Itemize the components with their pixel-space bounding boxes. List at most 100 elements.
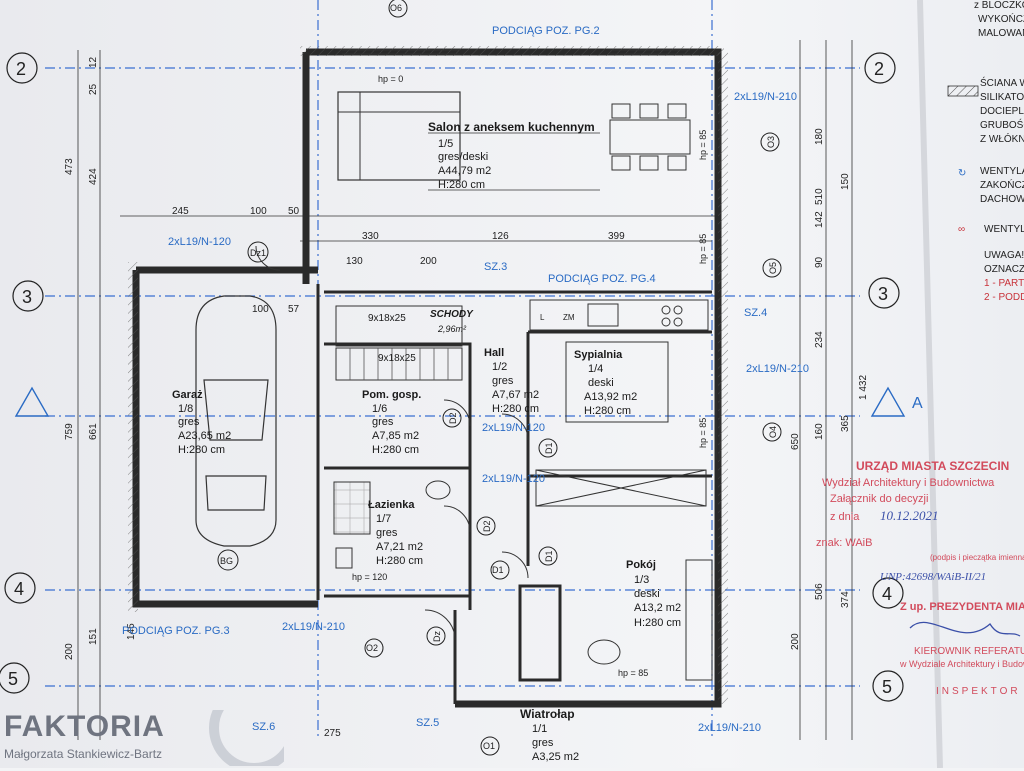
svg-text:O4: O4 xyxy=(768,426,778,438)
grid-bubble-4-right: 4 xyxy=(872,577,904,609)
svg-text:O6: O6 xyxy=(390,3,402,13)
svg-text:2xL19/N-120: 2xL19/N-120 xyxy=(482,422,545,434)
svg-text:5: 5 xyxy=(8,669,18,689)
wardrobe-bedroom xyxy=(535,469,707,507)
svg-text:473: 473 xyxy=(64,158,75,175)
legend-right: z BLOCZKÓ WYKOŃCZO MALOWAN ŚCIANA WE SIL… xyxy=(947,0,1024,303)
kitchen-counter xyxy=(529,299,709,331)
marker-d1-b: D1 xyxy=(538,546,558,566)
svg-text:661: 661 xyxy=(88,423,99,440)
svg-text:DOCIEPLO: DOCIEPLO xyxy=(980,106,1024,117)
svg-text:znak: WAiB: znak: WAiB xyxy=(816,537,872,549)
svg-text:Pom. gosp.: Pom. gosp. xyxy=(362,389,421,401)
svg-text:D1: D1 xyxy=(544,442,554,454)
svg-text:ZAKOŃCZ: ZAKOŃCZ xyxy=(980,178,1024,191)
svg-text:A7,85 m2: A7,85 m2 xyxy=(372,430,419,442)
svg-text:Załącznik do decyzji: Załącznik do decyzji xyxy=(830,493,928,505)
svg-text:O1: O1 xyxy=(483,741,495,751)
dining-chairs xyxy=(611,103,687,171)
svg-text:H:280 cm: H:280 cm xyxy=(634,617,681,629)
svg-text:245: 245 xyxy=(172,206,189,217)
svg-text:H:280 cm: H:280 cm xyxy=(372,444,419,456)
marker-o2: O2 xyxy=(364,638,384,658)
garage-insulation xyxy=(128,262,138,612)
svg-text:Salon z aneksem kuchennym: Salon z aneksem kuchennym xyxy=(428,120,595,134)
windows xyxy=(342,49,721,707)
svg-text:Łazienka: Łazienka xyxy=(368,499,415,511)
svg-text:3: 3 xyxy=(878,284,888,304)
room-label-garaz: Garaż 1/8 gres A23,65 m2 H:280 cm xyxy=(172,389,231,456)
svg-text:H:280 cm: H:280 cm xyxy=(178,444,225,456)
marker-dz1: Dz1 xyxy=(247,241,269,263)
marker-o4: O4 xyxy=(762,422,782,442)
right-dimension-chain: 510 142 234 1 432 650 506 374 200 180 15… xyxy=(790,40,869,740)
svg-text:(podpis i pieczątka imienna): (podpis i pieczątka imienna) xyxy=(930,553,1024,562)
svg-text:2xL19/N-210: 2xL19/N-210 xyxy=(698,722,761,734)
svg-text:ZM: ZM xyxy=(563,313,575,322)
svg-text:2xL19/N-120: 2xL19/N-120 xyxy=(482,473,545,485)
svg-text:KIEROWNIK REFERATU: KIEROWNIK REFERATU xyxy=(914,646,1024,657)
logo-brand: FAKTORIA xyxy=(4,710,165,743)
svg-text:A7,21 m2: A7,21 m2 xyxy=(376,541,423,553)
sill-height-labels: hp = 0 hp = 85 hp = 85 hp = 85 hp = 120 … xyxy=(352,74,708,678)
svg-text:2xL19/N-210: 2xL19/N-210 xyxy=(746,363,809,375)
svg-text:WYKOŃCZO: WYKOŃCZO xyxy=(978,12,1024,25)
svg-text:O5: O5 xyxy=(768,262,778,274)
stairs xyxy=(335,305,463,381)
svg-text:57: 57 xyxy=(288,304,300,315)
faktoria-logo: FAKTORIA Małgorzata Stankiewicz-Bartz xyxy=(4,683,299,771)
svg-text:3: 3 xyxy=(22,287,32,307)
wall-stairs xyxy=(324,342,472,468)
svg-text:WENTYLA: WENTYLA xyxy=(980,166,1024,177)
svg-text:OZNACZE: OZNACZE xyxy=(984,264,1024,275)
svg-text:H:280 cm: H:280 cm xyxy=(376,555,423,567)
svg-text:160: 160 xyxy=(814,423,825,440)
svg-text:SILIKATOW: SILIKATOW xyxy=(980,92,1024,103)
svg-text:Z WŁÓKNA: Z WŁÓKNA xyxy=(980,132,1024,145)
svg-text:90: 90 xyxy=(814,256,825,268)
svg-text:1/7: 1/7 xyxy=(376,513,391,525)
svg-text:∞: ∞ xyxy=(958,224,965,235)
svg-text:WENTYLA: WENTYLA xyxy=(984,224,1024,235)
door-swings xyxy=(255,245,529,641)
svg-text:ŚCIANA WE: ŚCIANA WE xyxy=(980,76,1024,89)
svg-text:365: 365 xyxy=(840,415,851,432)
svg-text:200: 200 xyxy=(790,633,801,650)
svg-text:SZ.4: SZ.4 xyxy=(744,307,767,319)
marker-o3: O3 xyxy=(760,132,780,152)
insulation-right xyxy=(718,52,728,704)
svg-text:SZ.5: SZ.5 xyxy=(416,717,439,729)
page-fold xyxy=(917,0,943,768)
marker-dz: Dz xyxy=(426,626,446,646)
shower xyxy=(333,481,371,535)
marker-bg: BG xyxy=(217,549,239,571)
dining-table xyxy=(609,119,691,155)
svg-text:A3,25 m2: A3,25 m2 xyxy=(532,751,579,763)
marker-o6: O6 xyxy=(388,0,408,18)
logo-author: Małgorzata Stankiewicz-Bartz xyxy=(4,747,162,761)
svg-text:Wydział Architektury i Budowni: Wydział Architektury i Budownictwa xyxy=(822,477,995,489)
svg-text:A44,79 m2: A44,79 m2 xyxy=(438,165,491,177)
svg-text:234: 234 xyxy=(814,331,825,348)
svg-text:H:280 cm: H:280 cm xyxy=(584,405,631,417)
marker-d2-b: D2 xyxy=(476,516,496,536)
svg-text:145: 145 xyxy=(126,623,137,640)
svg-text:hp = 0: hp = 0 xyxy=(378,74,403,84)
svg-text:330: 330 xyxy=(362,231,379,242)
opening-markers: Dz1 D2 D1 D2 D1 D1 Dz O1 O2 O3 O4 O5 O6 … xyxy=(217,0,782,756)
svg-text:A: A xyxy=(912,395,923,412)
room-label-lazienka: Łazienka 1/7 gres A7,21 m2 H:280 cm xyxy=(368,499,423,567)
logo-ring-icon xyxy=(209,683,299,771)
desk xyxy=(685,559,713,681)
svg-text:2 - PODD: 2 - PODD xyxy=(984,292,1024,303)
svg-text:hp = 85: hp = 85 xyxy=(618,668,648,678)
marker-d1-a: D1 xyxy=(538,438,558,458)
approval-stamp: URZĄD MIASTA SZCZECIN Wydział Architektu… xyxy=(816,459,1024,697)
svg-text:100: 100 xyxy=(250,206,267,217)
svg-text:hp = 85: hp = 85 xyxy=(698,418,708,448)
svg-text:25: 25 xyxy=(88,83,99,95)
svg-text:A13,92 m2: A13,92 m2 xyxy=(584,391,637,403)
svg-text:Pokój: Pokój xyxy=(626,559,656,571)
svg-text:510: 510 xyxy=(814,188,825,205)
